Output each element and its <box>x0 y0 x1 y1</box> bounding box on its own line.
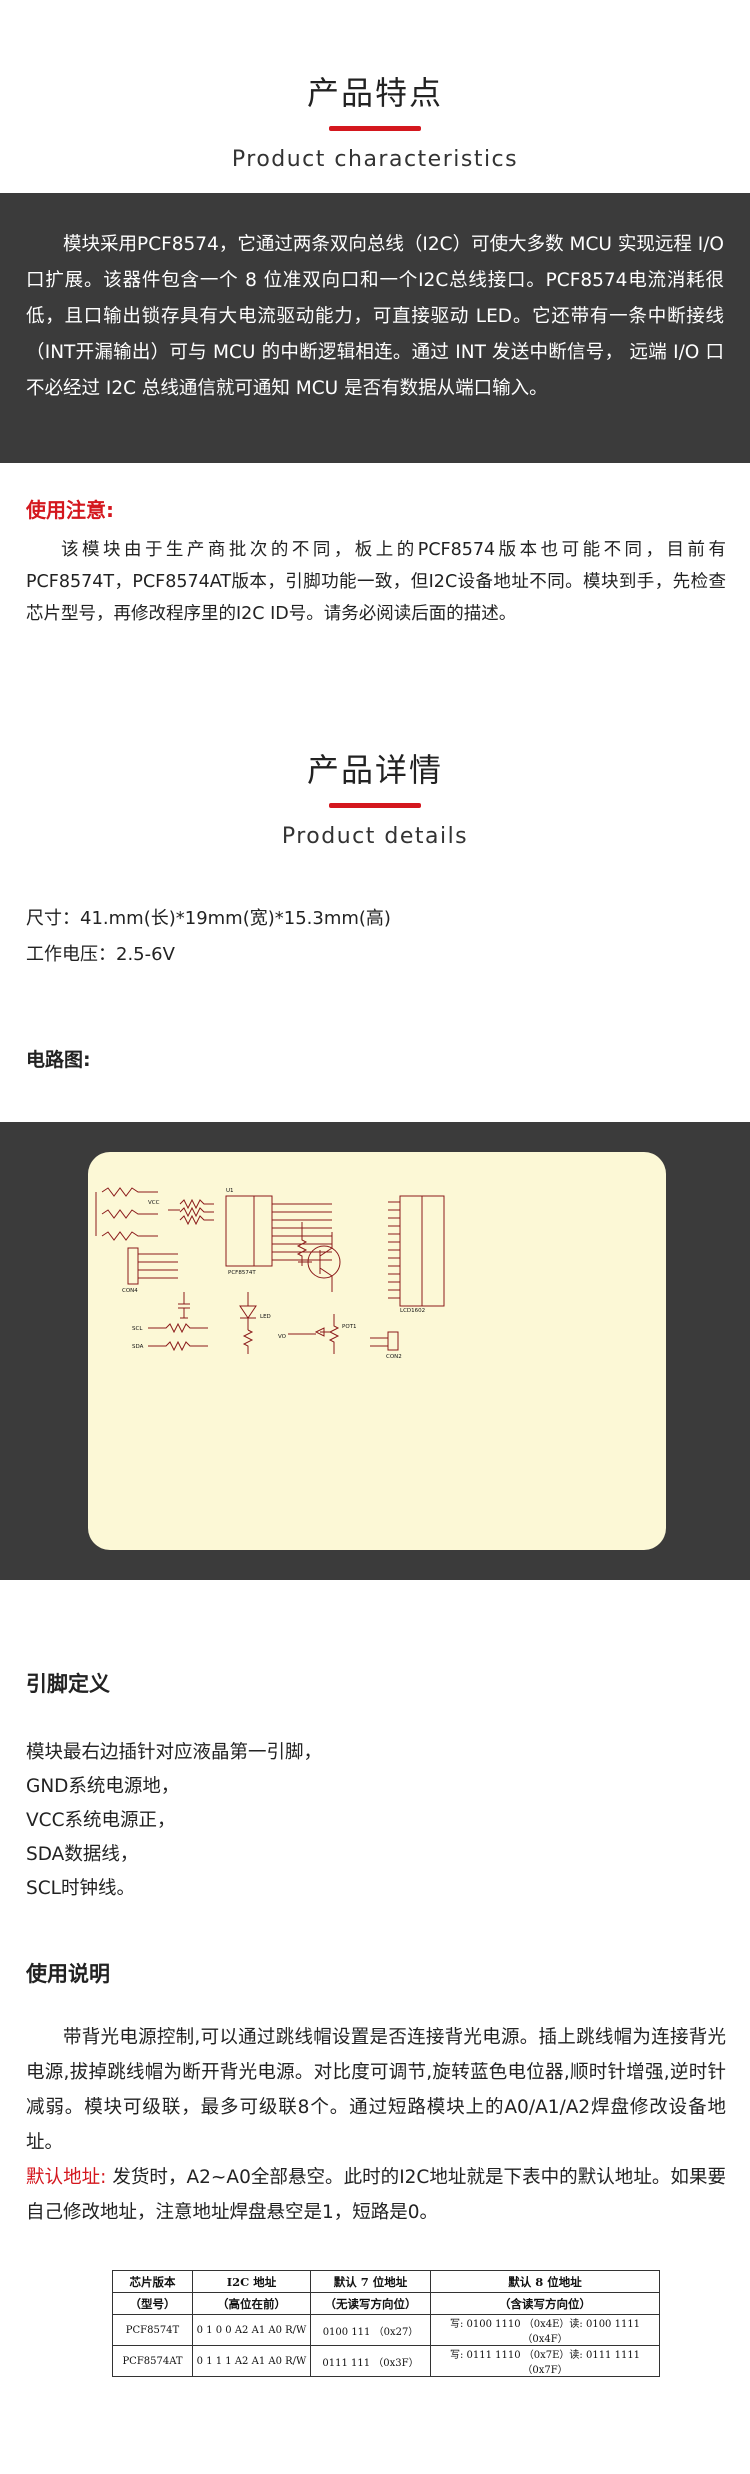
table-row: PCF8574T 0 1 0 0 A2 A1 A0 R/W 0100 111 （… <box>112 2314 660 2346</box>
spec-size: 尺寸：41.mm(长)*19mm(宽)*15.3mm(高) <box>26 908 391 929</box>
schematic-svg: U1 PCF8574T LCD1602 CON4 CON2 LED POT1 V… <box>95 1187 445 1360</box>
notice-heading: 使用注意: <box>26 498 114 522</box>
table-cell: 0100 111 （0x27） <box>310 2314 431 2346</box>
table-header-cell: （无读写方向位） <box>310 2292 431 2315</box>
pin-def-list: 模块最右边插针对应液晶第一引脚， GND系统电源地， VCC系统电源正， SDA… <box>26 1736 322 1906</box>
default-address-label: 默认地址: <box>26 2167 107 2188</box>
section-title-cn: 产品详情 <box>306 751 443 789</box>
label-con2: CON2 <box>386 1354 402 1360</box>
label-vcc: VCC <box>148 1200 160 1206</box>
label-u1: U1 <box>226 1188 234 1194</box>
section-title-cn: 产品特点 <box>306 74 443 112</box>
label-lcd: LCD1602 <box>400 1308 425 1314</box>
table-header-cell: （含读写方向位） <box>430 2292 660 2315</box>
pin-def-heading: 引脚定义 <box>26 1672 110 1696</box>
section-title-underline <box>329 126 421 131</box>
label-con4: CON4 <box>122 1288 138 1294</box>
pin-def-line: VCC系统电源正， <box>26 1810 176 1831</box>
section-header-details: 产品详情 Product details <box>0 745 750 849</box>
table-cell: 写: 0111 1110 （0x7E）读: 0111 1111 （0x7F） <box>430 2345 660 2377</box>
notice-text: 该模块由于生产商批次的不同，板上的PCF8574版本也可能不同，目前有PCF85… <box>26 540 726 624</box>
pin-def-line: 模块最右边插针对应液晶第一引脚， <box>26 1742 323 1763</box>
table-header-cell: （高位在前） <box>192 2292 311 2315</box>
table-cell: 0 1 0 0 A2 A1 A0 R/W <box>192 2314 311 2346</box>
section-header-characteristics: 产品特点 Product characteristics <box>0 68 750 172</box>
label-sda: SDA <box>132 1344 144 1350</box>
table-row: PCF8574AT 0 1 1 1 A2 A1 A0 R/W 0111 111 … <box>112 2345 660 2377</box>
address-table: 芯片版本 I2C 地址 默认 7 位地址 默认 8 位地址 （型号） （高位在前… <box>112 2270 660 2377</box>
section-title-en: Product details <box>281 824 469 849</box>
table-header-row: 芯片版本 I2C 地址 默认 7 位地址 默认 8 位地址 <box>112 2270 660 2293</box>
pin-def-line: SDA数据线， <box>26 1844 139 1865</box>
table-header-cell: I2C 地址 <box>192 2270 311 2293</box>
usage-paragraph: 带背光电源控制,可以通过跳线帽设置是否连接背光电源。插上跳线帽为连接背光电源,拔… <box>26 2027 726 2153</box>
table-header-cell: （型号） <box>112 2292 193 2315</box>
circuit-heading: 电路图: <box>26 1049 91 1071</box>
circuit-diagram: U1 PCF8574T LCD1602 CON4 CON2 LED POT1 V… <box>88 1152 666 1550</box>
table-cell: 写: 0100 1110 （0x4E）读: 0100 1111 （0x4F） <box>430 2314 660 2346</box>
default-address-paragraph: 默认地址: 发货时，A2~A0全部悬空。此时的I2C地址就是下表中的默认地址。如… <box>26 2160 726 2230</box>
table-header-cell: 默认 8 位地址 <box>430 2270 660 2293</box>
label-chip: PCF8574T <box>228 1270 256 1276</box>
table-cell: 0 1 1 1 A2 A1 A0 R/W <box>192 2345 311 2377</box>
table-header-cell: 芯片版本 <box>112 2270 193 2293</box>
table-cell: 0111 111 （0x3F） <box>310 2345 431 2377</box>
table-header-cell: 默认 7 位地址 <box>310 2270 431 2293</box>
label-vo: VO <box>278 1334 287 1340</box>
label-led: LED <box>260 1314 271 1320</box>
label-scl: SCL <box>132 1326 143 1332</box>
table-cell: PCF8574T <box>112 2314 193 2346</box>
spec-voltage: 工作电压：2.5-6V <box>26 944 175 965</box>
section-title-en: Product characteristics <box>231 147 519 172</box>
section-title-underline <box>329 803 421 808</box>
usage-heading: 使用说明 <box>26 1962 110 1986</box>
circuit-band: U1 PCF8574T LCD1602 CON4 CON2 LED POT1 V… <box>0 1122 750 1580</box>
pin-def-line: GND系统电源地， <box>26 1776 180 1797</box>
intro-paragraph: 模块采用PCF8574，它通过两条双向总线（I2C）可使大多数 MCU 实现远程… <box>26 234 724 399</box>
intro-band: 模块采用PCF8574，它通过两条双向总线（I2C）可使大多数 MCU 实现远程… <box>0 193 750 463</box>
default-address-text: 发货时，A2~A0全部悬空。此时的I2C地址就是下表中的默认地址。如果要自己修改… <box>26 2167 726 2223</box>
label-pot: POT1 <box>342 1324 357 1330</box>
table-header-row: （型号） （高位在前） （无读写方向位） （含读写方向位） <box>112 2292 660 2315</box>
pin-def-line: SCL时钟线。 <box>26 1878 135 1899</box>
table-cell: PCF8574AT <box>112 2345 193 2377</box>
